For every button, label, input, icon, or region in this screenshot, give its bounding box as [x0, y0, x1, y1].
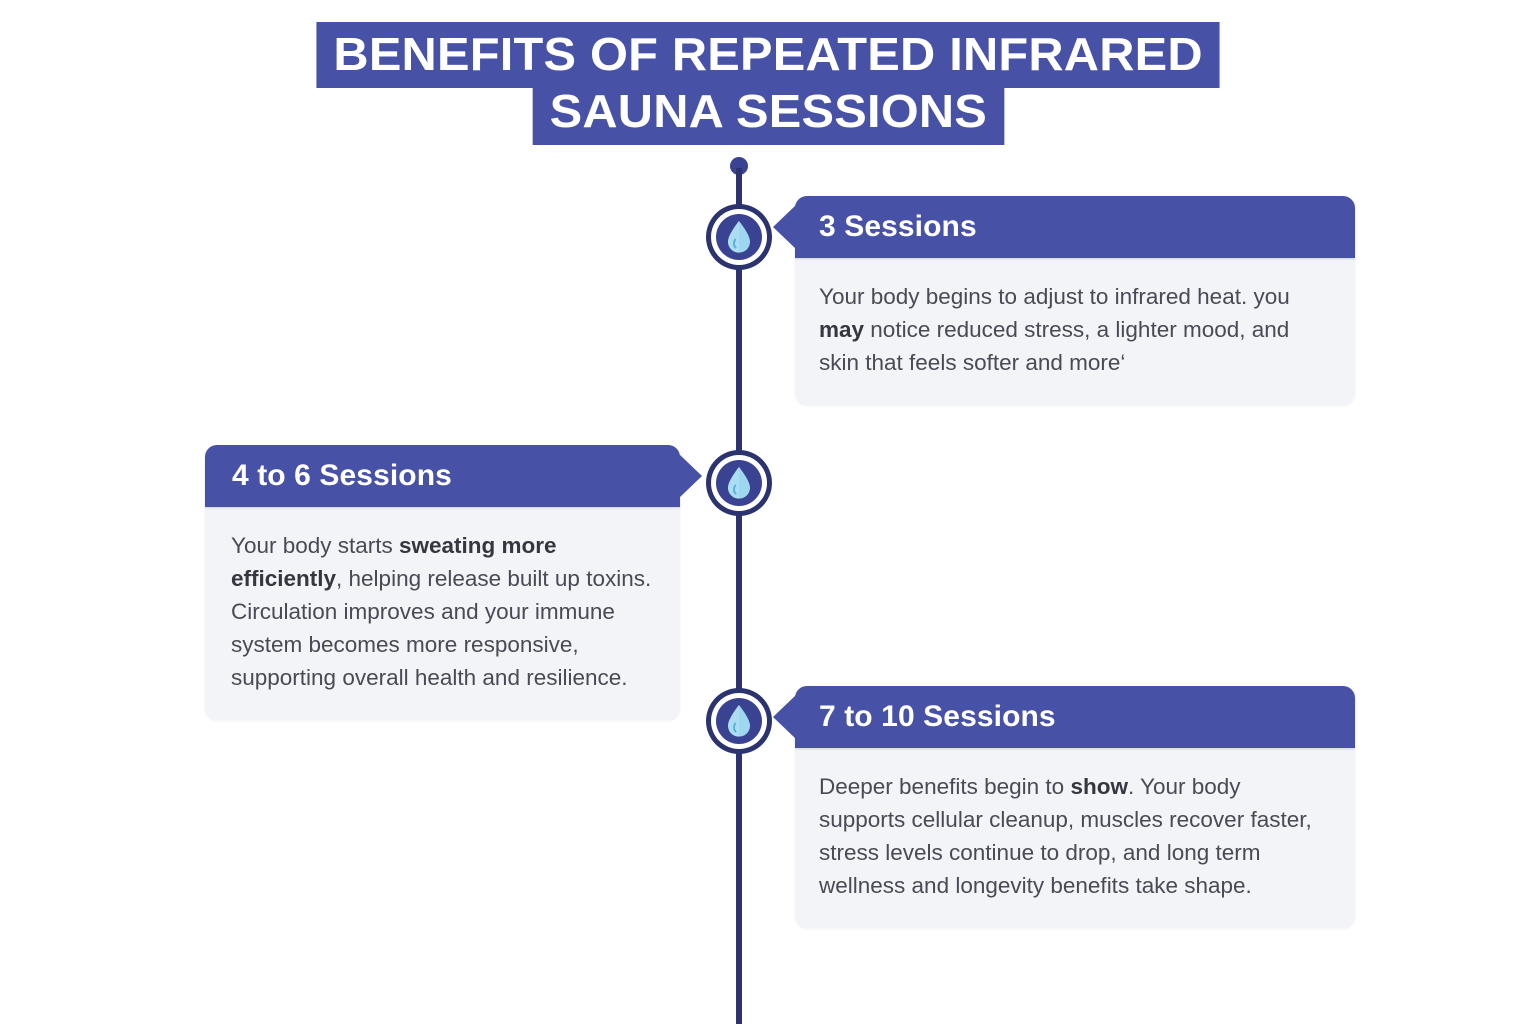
marker-core [716, 698, 762, 744]
milestone-heading: 7 to 10 Sessions [819, 700, 1056, 733]
timeline-marker-4-to-6-sessions[interactable] [706, 450, 772, 516]
marker-core [716, 460, 762, 506]
page-title-line-1: BENEFITS OF REPEATED INFRARED [316, 22, 1220, 88]
milestone-card-body: Your body starts sweating more efficient… [205, 507, 680, 720]
water-drop-icon [728, 467, 750, 499]
marker-core [716, 214, 762, 260]
marker-ring [711, 693, 767, 749]
milestone-description: Your body starts sweating more efficient… [231, 533, 652, 690]
milestone-card-7-to-10-sessions[interactable]: 7 to 10 Sessions Deeper benefits begin t… [773, 686, 1355, 928]
timeline-vertical-line [736, 168, 742, 1024]
milestone-card-body: Deeper benefits begin to show. Your body… [795, 748, 1355, 928]
marker-ring [711, 209, 767, 265]
timeline-top-cap [730, 157, 748, 175]
water-drop-icon [728, 221, 750, 253]
milestone-description: Deeper benefits begin to show. Your body… [819, 774, 1312, 898]
card-pointer-arrow-left [773, 205, 796, 249]
milestone-card-header: 3 Sessions [773, 196, 1355, 258]
marker-ring [711, 455, 767, 511]
water-drop-icon [728, 705, 750, 737]
timeline-marker-3-sessions[interactable] [706, 204, 772, 270]
milestone-heading: 4 to 6 Sessions [232, 459, 452, 492]
milestone-card-body: Your body begins to adjust to infrared h… [795, 258, 1355, 405]
milestone-card-header: 4 to 6 Sessions [205, 445, 702, 507]
milestone-card-4-to-6-sessions[interactable]: 4 to 6 Sessions Your body starts sweatin… [205, 445, 702, 720]
timeline-marker-7-to-10-sessions[interactable] [706, 688, 772, 754]
milestone-card-3-sessions[interactable]: 3 Sessions Your body begins to adjust to… [773, 196, 1355, 405]
milestone-description: Your body begins to adjust to infrared h… [819, 284, 1290, 375]
milestone-card-header: 7 to 10 Sessions [773, 686, 1355, 748]
card-pointer-arrow-left [773, 695, 796, 739]
page-title-line-2: SAUNA SESSIONS [532, 79, 1004, 145]
milestone-heading: 3 Sessions [819, 210, 977, 243]
card-pointer-arrow-right [679, 454, 702, 498]
